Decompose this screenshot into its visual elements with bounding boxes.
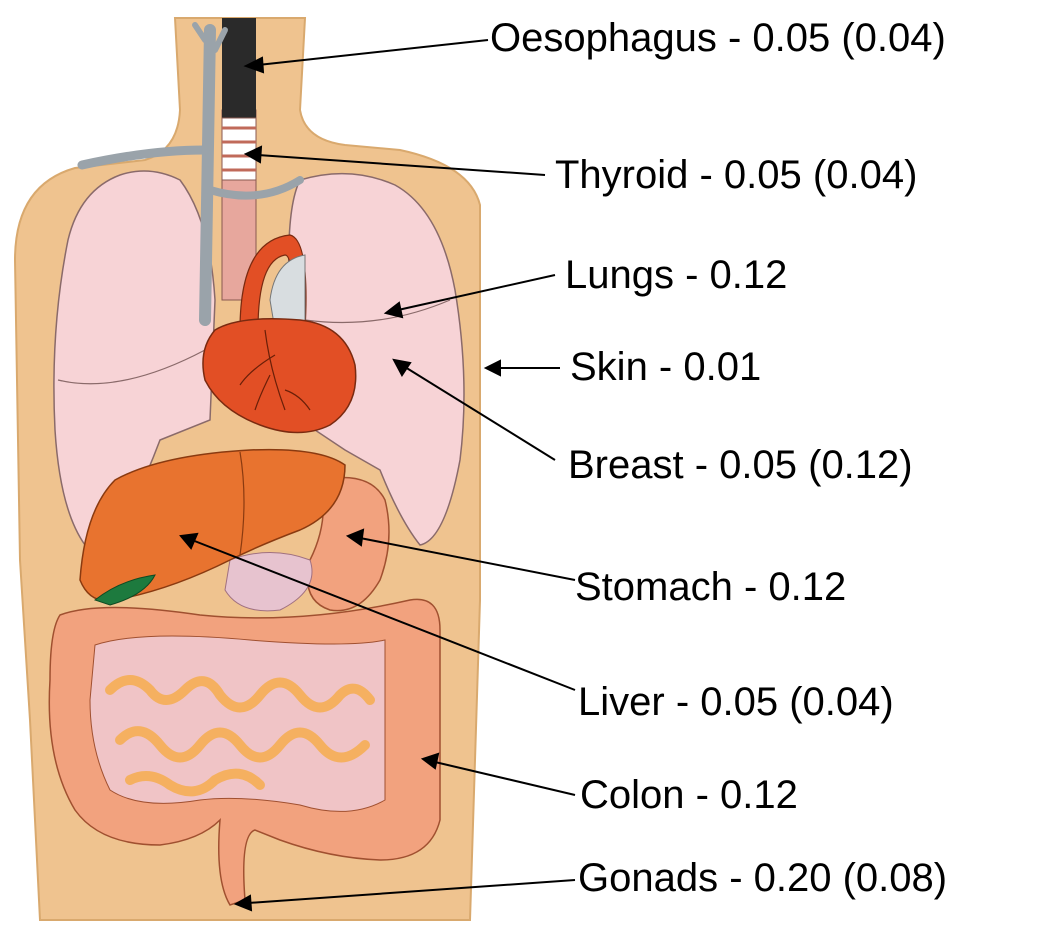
label-oesophagus: Oesophagus - 0.05 (0.04) <box>490 18 946 58</box>
label-breast: Breast - 0.05 (0.12) <box>568 445 913 485</box>
label-thyroid: Thyroid - 0.05 (0.04) <box>555 155 917 195</box>
label-stomach: Stomach - 0.12 <box>575 567 846 607</box>
thyroid-gland <box>222 118 256 180</box>
small-intestine-area <box>90 636 385 811</box>
label-skin: Skin - 0.01 <box>570 347 761 387</box>
label-lungs: Lungs - 0.12 <box>565 255 787 295</box>
label-gonads: Gonads - 0.20 (0.08) <box>578 858 947 898</box>
label-liver: Liver - 0.05 (0.04) <box>578 682 894 722</box>
label-colon: Colon - 0.12 <box>580 775 798 815</box>
